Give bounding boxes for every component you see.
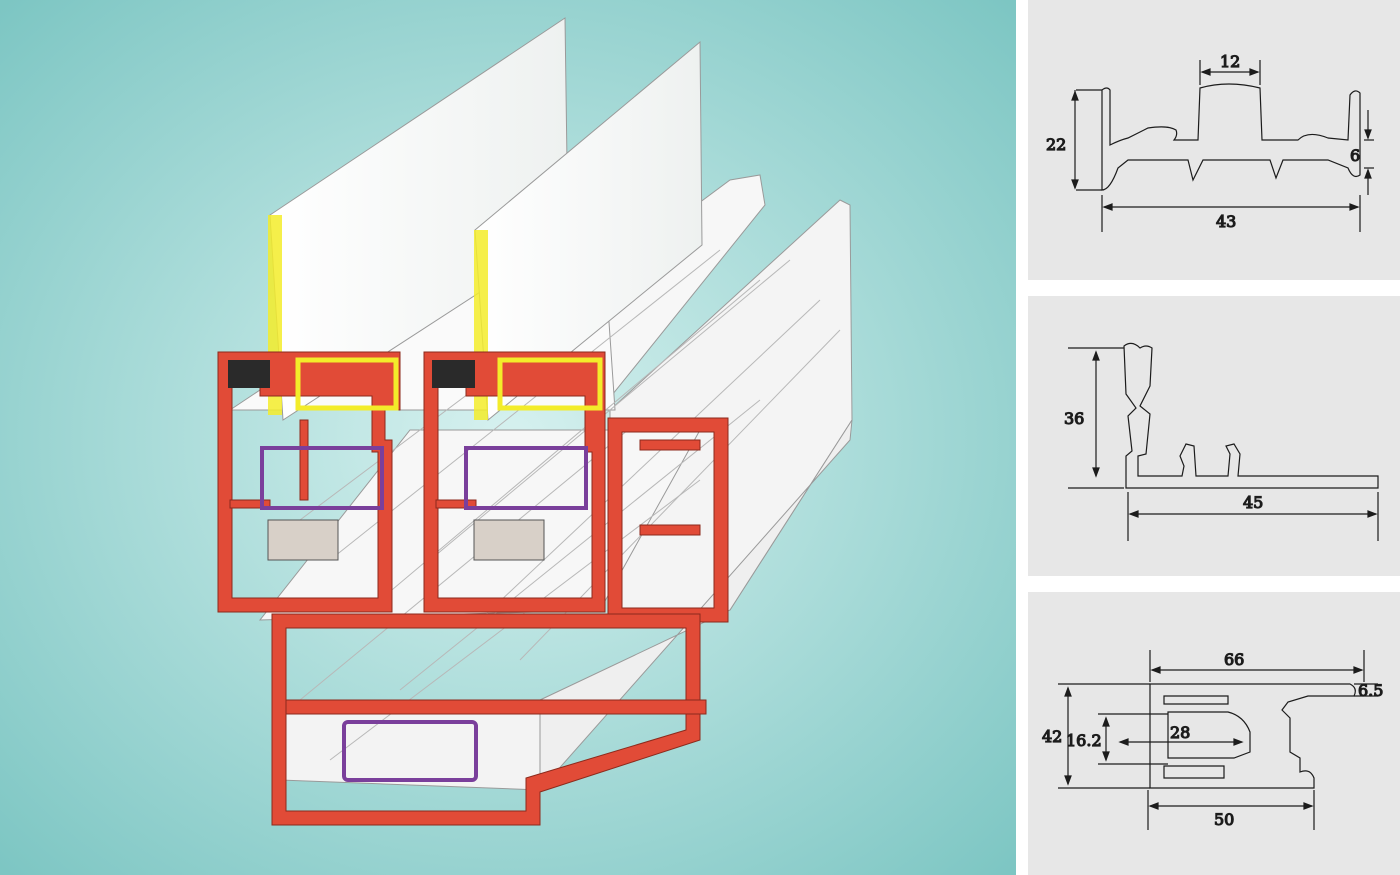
dim-mullion-right: 6.5: [1358, 681, 1383, 700]
left-roller: [267, 519, 339, 561]
left-gasket: [228, 360, 270, 388]
right-steel-reinforcement: [464, 446, 588, 510]
sash-profile-shape: [1101, 83, 1361, 191]
dim-sash-right: 6: [1350, 146, 1360, 165]
profile-panel-sash: 22 12 6 43: [1028, 0, 1400, 280]
dim-mullion-inner-width: 28: [1170, 723, 1190, 742]
right-roller: [473, 519, 545, 561]
right-gasket: [432, 360, 475, 388]
dim-mullion-top: 66: [1224, 650, 1244, 669]
dim-frame-width: 45: [1243, 493, 1263, 512]
dim-frame-height: 36: [1064, 409, 1084, 428]
profile-panel-frame: 36 45: [1028, 296, 1400, 576]
dim-sash-top: 12: [1220, 52, 1240, 71]
right-glazing-bead: [497, 357, 603, 411]
dim-mullion-height: 42: [1042, 727, 1062, 746]
left-glazing-bead: [295, 357, 399, 411]
bottom-track-profile: [271, 613, 707, 826]
dim-mullion-width: 50: [1214, 810, 1234, 829]
mullion-inner-chamber: [1167, 711, 1251, 759]
frame-profile-shape: [1123, 342, 1379, 489]
dim-sash-height: 22: [1046, 135, 1066, 154]
fixed-frame-profile: [607, 417, 729, 623]
profile-cross-section-illustration: [0, 0, 1016, 875]
profile-panel-mullion: 42 16.2 28 66 6.5 50: [1028, 592, 1400, 875]
dim-mullion-inner-height: 16.2: [1066, 731, 1102, 750]
bottom-steel-reinforcement: [342, 720, 478, 782]
dim-sash-width: 43: [1216, 212, 1236, 231]
mullion-profile-shape: [1149, 683, 1356, 789]
left-steel-reinforcement: [260, 446, 384, 510]
